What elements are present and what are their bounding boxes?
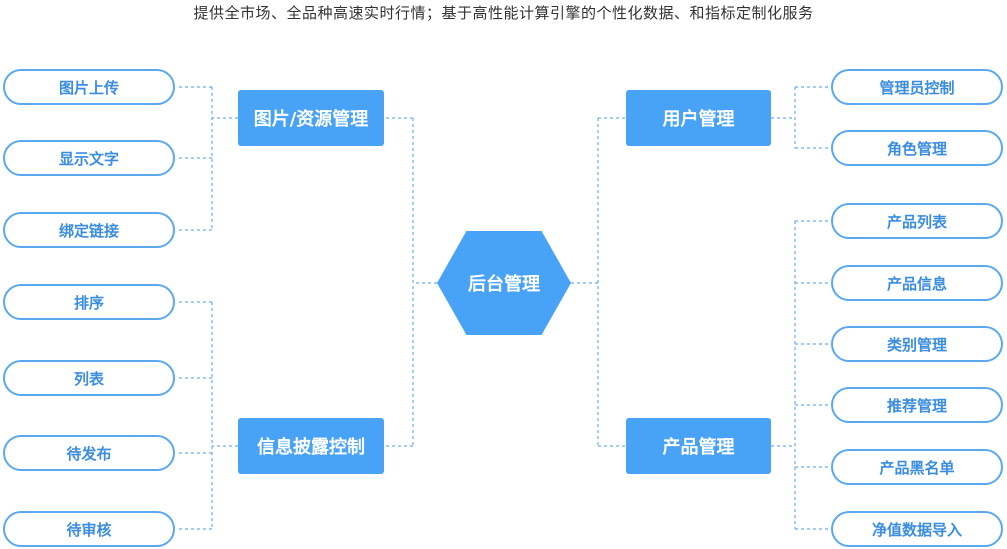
leaf-bind-link: 绑定链接 xyxy=(3,212,175,248)
leaf-label: 产品信息 xyxy=(886,274,947,293)
leaf-image-upload: 图片上传 xyxy=(3,69,175,105)
leaf-label: 产品列表 xyxy=(886,212,947,231)
leaf-list: 列表 xyxy=(3,360,175,396)
center-node: 后台管理 xyxy=(437,231,571,335)
leaf-label: 列表 xyxy=(73,369,104,388)
leaf-pending-publish: 待发布 xyxy=(3,435,175,471)
leaf-product-list: 产品列表 xyxy=(831,203,1003,239)
leaf-role-management: 角色管理 xyxy=(831,130,1003,166)
group-label: 产品管理 xyxy=(662,437,735,458)
leaf-label: 管理员控制 xyxy=(879,78,955,97)
leaf-label: 待发布 xyxy=(66,444,112,463)
leaf-pending-review: 待审核 xyxy=(3,511,175,547)
leaf-label: 排序 xyxy=(73,293,104,312)
group-label: 用户管理 xyxy=(662,109,735,130)
group-product-management: 产品管理 xyxy=(626,418,771,474)
leaf-sort: 排序 xyxy=(3,284,175,320)
leaf-label: 待审核 xyxy=(66,520,112,539)
group-user-management: 用户管理 xyxy=(626,90,771,146)
leaf-display-text: 显示文字 xyxy=(3,140,175,176)
leaf-label: 显示文字 xyxy=(58,149,119,168)
group-image-resource: 图片/资源管理 xyxy=(238,90,384,146)
leaf-label: 角色管理 xyxy=(886,139,947,158)
group-info-disclosure: 信息披露控制 xyxy=(238,418,384,474)
leaf-label: 产品黑名单 xyxy=(879,458,955,477)
leaf-label: 净值数据导入 xyxy=(871,520,962,539)
leaf-product-blacklist: 产品黑名单 xyxy=(831,449,1003,485)
leaf-recommend-management: 推荐管理 xyxy=(831,387,1003,423)
leaf-label: 类别管理 xyxy=(886,335,947,354)
leaf-label: 推荐管理 xyxy=(886,396,947,415)
leaf-nav-data-import: 净值数据导入 xyxy=(831,511,1003,547)
group-label: 信息披露控制 xyxy=(257,437,365,458)
leaf-label: 绑定链接 xyxy=(58,221,119,240)
leaf-label: 图片上传 xyxy=(58,78,119,97)
diagram-subtitle: 提供全市场、全品种高速实时行情；基于高性能计算引擎的个性化数据、和指标定制化服务 xyxy=(193,4,814,22)
leaf-admin-control: 管理员控制 xyxy=(831,69,1003,105)
group-label: 图片/资源管理 xyxy=(253,109,369,130)
leaf-product-info: 产品信息 xyxy=(831,265,1003,301)
center-node-label: 后台管理 xyxy=(468,274,540,295)
leaf-category-management: 类别管理 xyxy=(831,326,1003,362)
